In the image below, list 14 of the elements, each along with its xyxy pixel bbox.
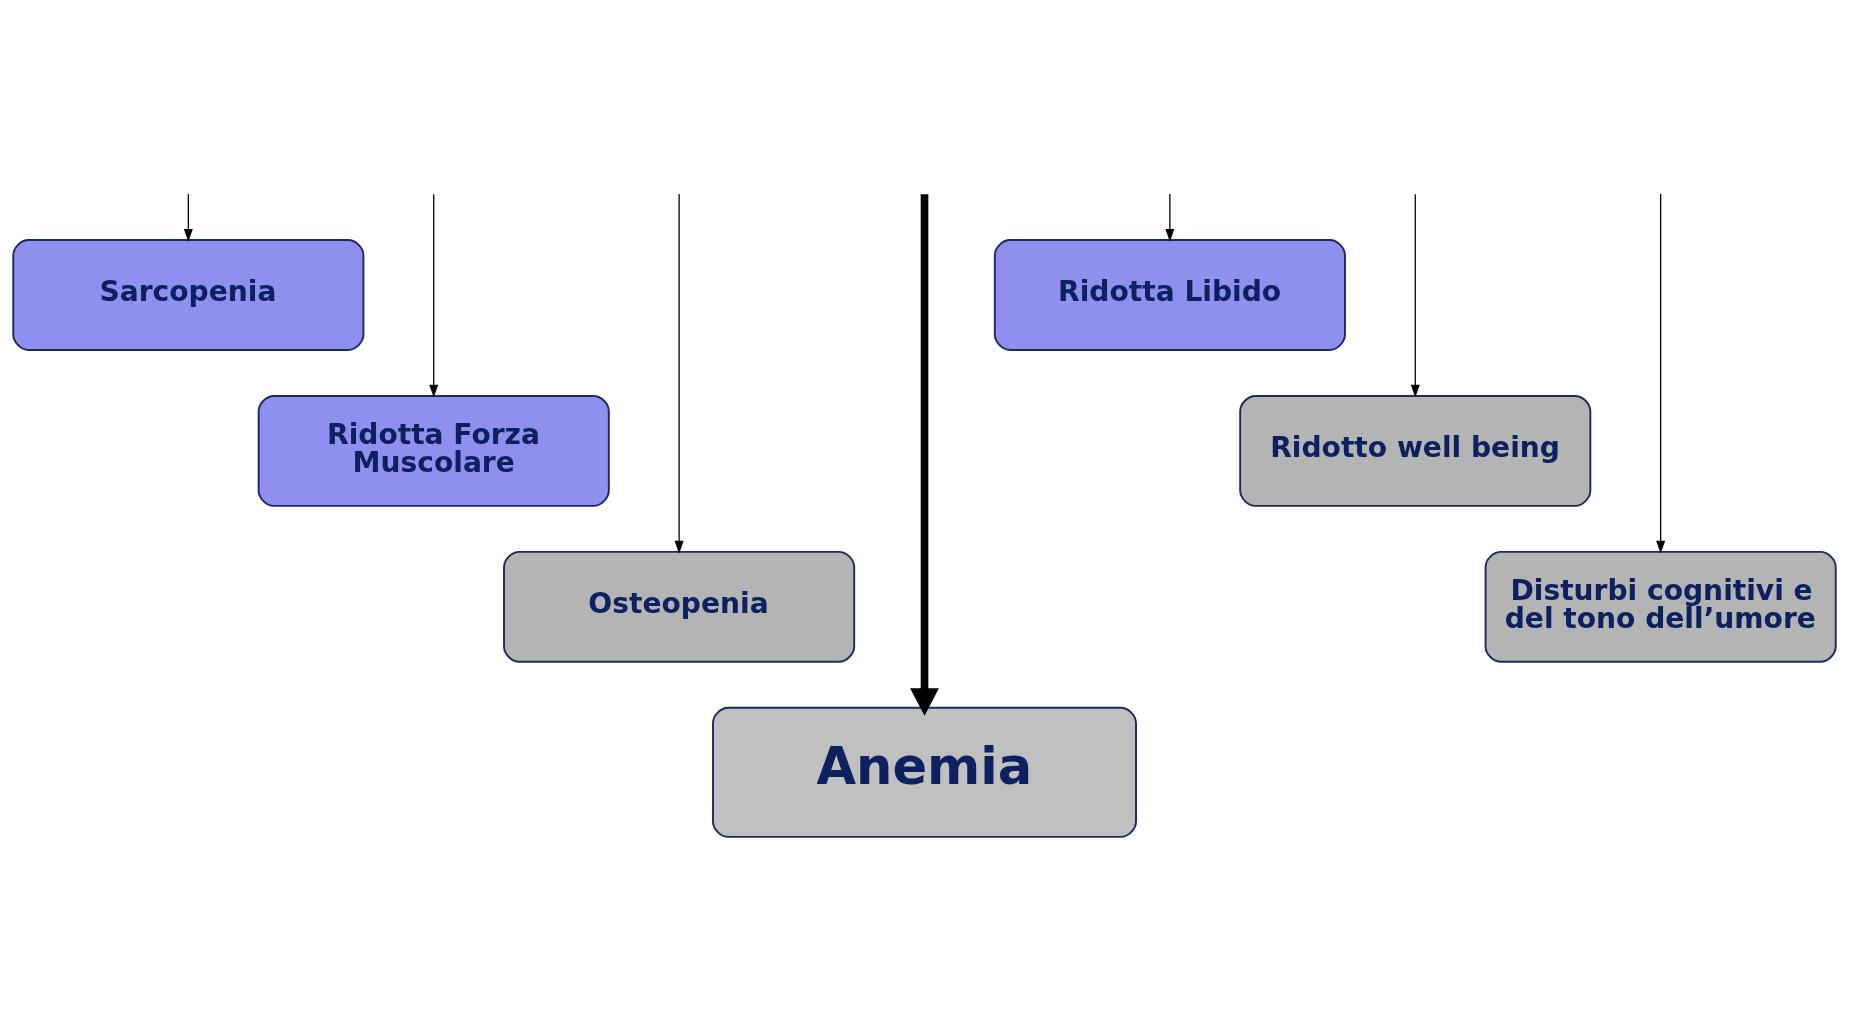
node-box: Osteopenia (503, 550, 856, 663)
arrow (674, 192, 684, 554)
node-box: Ridotta Libido (993, 238, 1346, 351)
arrow (183, 192, 193, 242)
node-box: Ridotto well being (1239, 394, 1592, 507)
arrow (910, 193, 939, 716)
arrow (1656, 192, 1666, 554)
node-box: Sarcopenia (12, 238, 365, 351)
arrow (1410, 193, 1420, 398)
node-box: Disturbi cognitivi e del tono dell’umore (1484, 550, 1837, 663)
node-box: Ridotta Forza Muscolare (257, 394, 610, 507)
node-box: Anemia (712, 706, 1137, 838)
arrow (1165, 192, 1175, 242)
arrow (429, 193, 439, 398)
